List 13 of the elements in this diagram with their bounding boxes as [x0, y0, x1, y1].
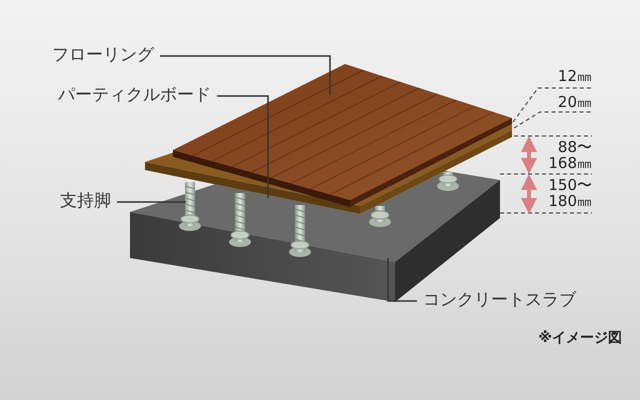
part-label: コンクリートスラブ: [423, 290, 576, 310]
dimension-label: 88〜168㎜: [548, 139, 592, 171]
part-label: パーティクルボード: [58, 85, 211, 105]
particle-board-drawing: [145, 124, 512, 214]
leader-line: [160, 55, 331, 95]
part-label: フローリング: [52, 45, 154, 65]
leader-line: [117, 201, 186, 203]
part-label: 支持脚: [60, 191, 111, 211]
dimension-label: 20㎜: [556, 94, 592, 110]
note-text: ※イメージ図: [537, 330, 622, 346]
dimension-label: 12㎜: [556, 68, 592, 84]
leader-line: [387, 258, 417, 302]
dimension-label: 150〜180㎜: [548, 177, 592, 209]
